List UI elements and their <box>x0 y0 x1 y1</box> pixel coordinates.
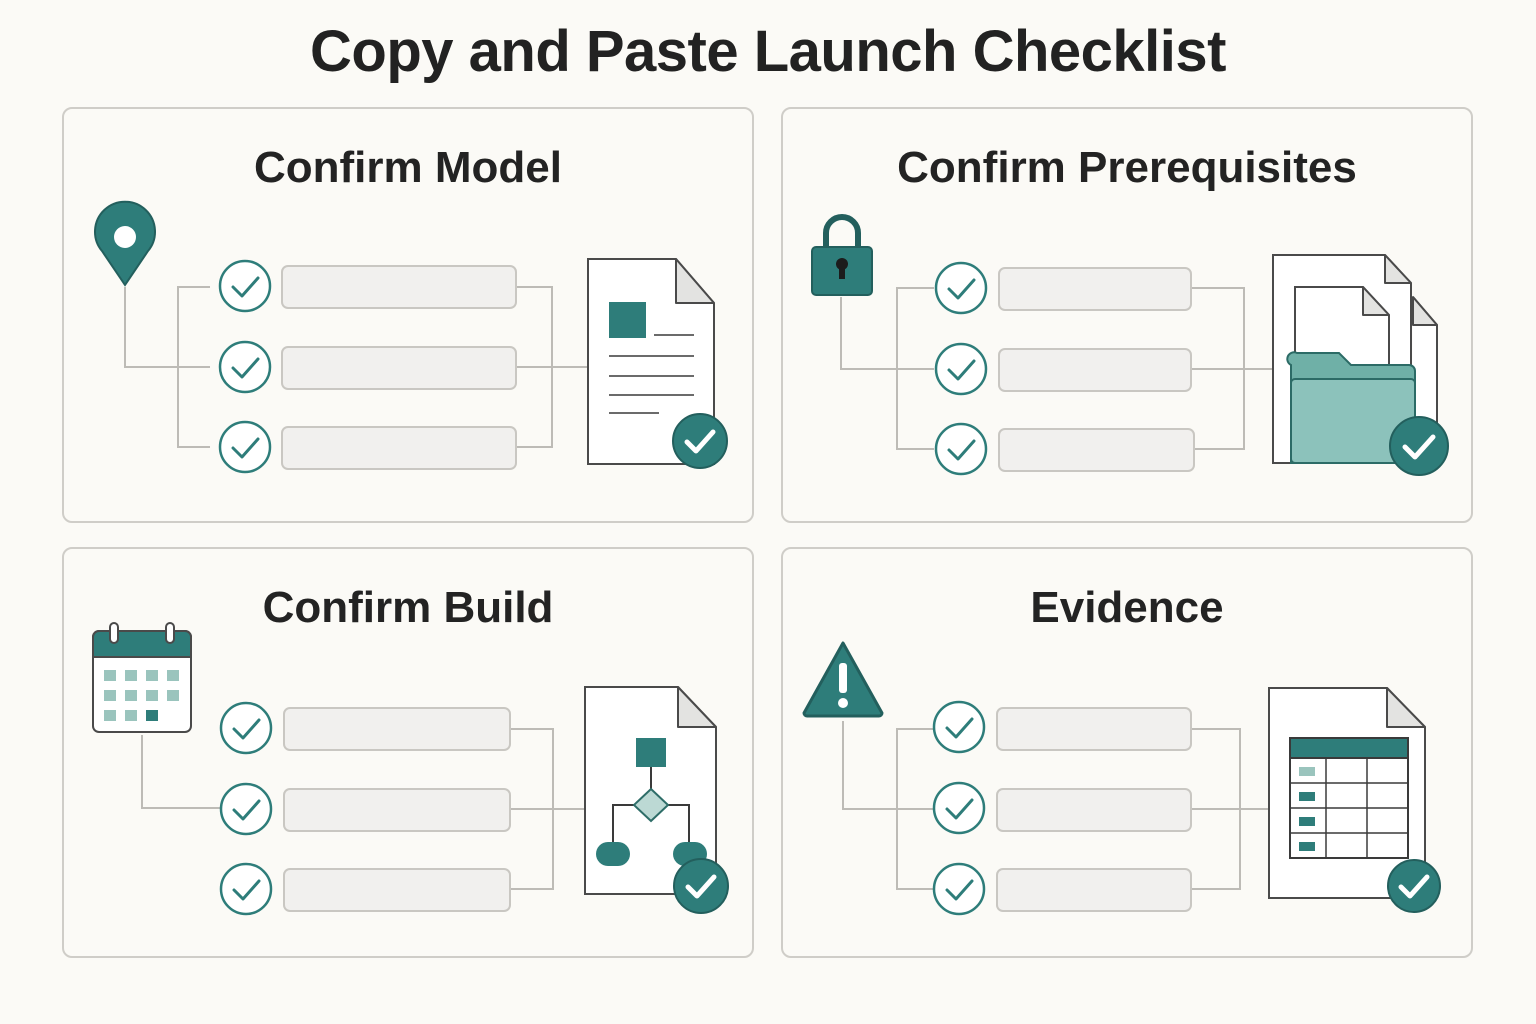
check-circle-icon <box>934 261 988 315</box>
check-circle-icon <box>932 781 986 835</box>
checklist-row[interactable] <box>218 259 517 313</box>
panel-evidence: Evidence <box>781 547 1473 958</box>
checklist-field <box>996 788 1192 832</box>
checklist-field <box>283 788 511 832</box>
check-circle-icon <box>218 340 272 394</box>
panel-title: Confirm Prerequisites <box>897 143 1357 192</box>
check-circle-icon <box>219 782 273 836</box>
checklist-field <box>996 707 1192 751</box>
checklist-row[interactable] <box>932 781 1192 835</box>
checklist-field <box>998 267 1192 311</box>
checklist-field <box>996 868 1192 912</box>
checklist-illustration <box>92 622 729 916</box>
check-badge-icon <box>1389 416 1449 476</box>
calendar-icon <box>92 622 192 733</box>
checklist-row[interactable] <box>219 701 511 755</box>
check-circle-icon <box>219 701 273 755</box>
padlock-icon <box>811 214 873 296</box>
checklist-row[interactable] <box>934 261 1192 315</box>
checklist-row[interactable] <box>934 342 1192 396</box>
check-circle-icon <box>934 342 988 396</box>
checklist-illustration <box>811 214 1449 476</box>
check-circle-icon <box>218 259 272 313</box>
panel-title: Evidence <box>1030 583 1224 632</box>
checklist-field <box>281 426 517 470</box>
check-badge-icon <box>1387 859 1441 913</box>
folder-with-documents-icon <box>1272 254 1449 476</box>
panel-title: Confirm Model <box>254 143 562 192</box>
page-title: Copy and Paste Launch Checklist <box>310 19 1226 84</box>
checklist-row[interactable] <box>932 862 1192 916</box>
checklist-field <box>998 428 1195 472</box>
panel-confirm-model: Confirm Model <box>62 107 754 523</box>
checklist-row[interactable] <box>218 340 517 394</box>
check-badge-icon <box>672 413 728 469</box>
checklist-row[interactable] <box>934 422 1195 476</box>
check-circle-icon <box>934 422 988 476</box>
panel-confirm-prerequisites: Confirm Prerequisites <box>781 107 1473 523</box>
checklist-illustration <box>94 200 728 474</box>
panel-title: Confirm Build <box>262 583 554 632</box>
document-icon <box>587 258 728 469</box>
panel-confirm-build: Confirm Build <box>62 547 754 958</box>
check-badge-icon <box>673 858 729 914</box>
checklist-row[interactable] <box>218 420 517 474</box>
checklist-row[interactable] <box>219 862 511 916</box>
checklist-field <box>998 348 1192 392</box>
checklist-field <box>281 265 517 309</box>
checklist-row[interactable] <box>932 700 1192 754</box>
checklist-field <box>283 868 511 912</box>
check-circle-icon <box>218 420 272 474</box>
spreadsheet-document-icon <box>1268 687 1441 913</box>
checklist-field <box>281 346 517 390</box>
check-circle-icon <box>219 862 273 916</box>
checklist-field <box>283 707 511 751</box>
map-pin-icon <box>94 200 156 287</box>
warning-triangle-icon <box>802 641 884 718</box>
checklist-illustration <box>802 641 1441 916</box>
check-circle-icon <box>932 862 986 916</box>
flowchart-document-icon <box>584 686 729 914</box>
checklist-row[interactable] <box>219 782 511 836</box>
check-circle-icon <box>932 700 986 754</box>
